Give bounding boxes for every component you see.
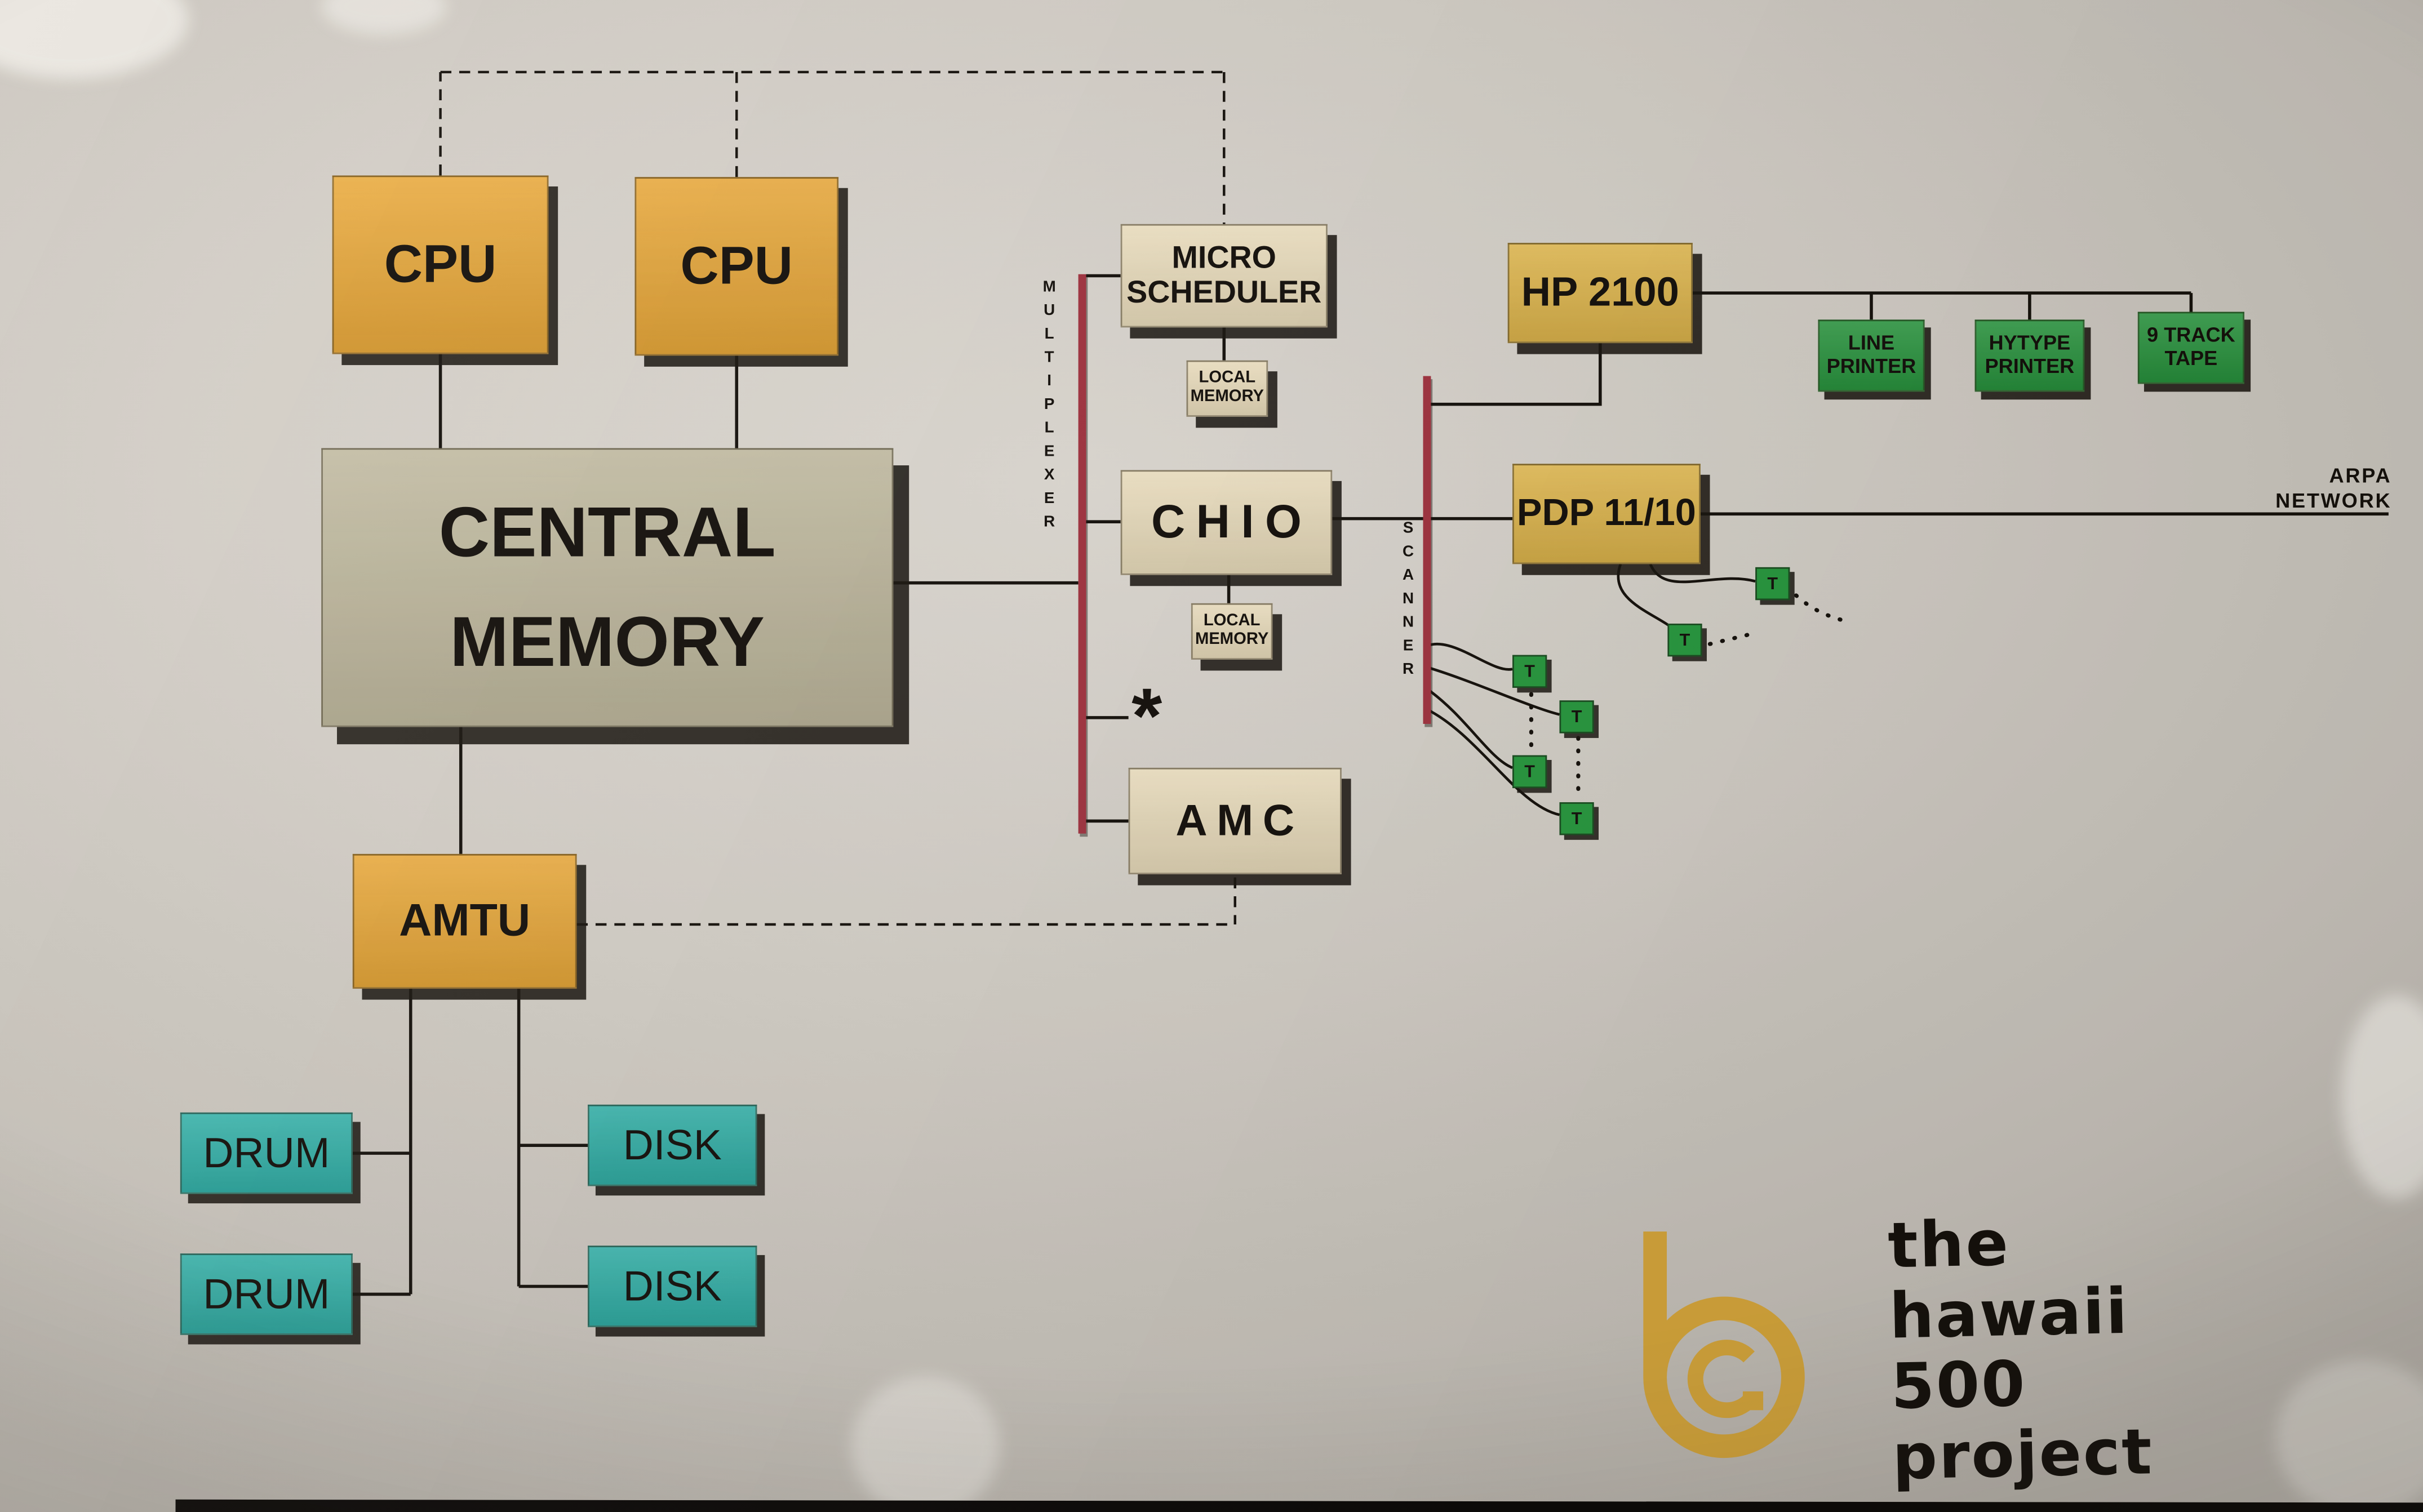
node-line-printer-line1: LINE	[1848, 331, 1895, 355]
stamp-text: the hawaii 500 project	[1887, 1207, 2154, 1495]
node-hp-2100-label: HP 2100	[1521, 268, 1679, 316]
terminal-4: T	[1559, 700, 1594, 733]
node-local-memory-bottom-label: LOCAL MEMORY	[1195, 611, 1269, 650]
node-disk-1: DISK	[588, 1104, 757, 1186]
dotted-trails	[1529, 593, 1852, 798]
node-9-track-tape: 9 TRACK TAPE	[2137, 312, 2244, 384]
node-disk-1-label: DISK	[623, 1122, 722, 1169]
node-cpu-1: CPU	[332, 175, 549, 354]
node-cpu-1-label: CPU	[384, 235, 497, 295]
node-9-track-tape-label: 9 TRACK TAPE	[2147, 323, 2235, 371]
node-hytype-printer-line1: HYTYPE	[1989, 331, 2071, 355]
node-disk-2: DISK	[588, 1246, 757, 1327]
node-micro-scheduler-line1: MICRO	[1171, 241, 1276, 275]
photo-scuff	[2275, 1360, 2423, 1512]
multiplexer-bar	[1078, 274, 1086, 834]
terminal-wires	[1427, 563, 1756, 816]
project-logo-icon	[1643, 1231, 1805, 1458]
photo-scuff	[2341, 995, 2423, 1199]
terminal-1-label: T	[1767, 574, 1778, 593]
arpa-network-line2: NETWORK	[2275, 488, 2392, 512]
node-amc: AMC	[1128, 767, 1342, 875]
terminal-6-label: T	[1571, 809, 1582, 828]
stamp-line-1: the	[1887, 1208, 2011, 1283]
node-local-memory-top: LOCAL MEMORY	[1186, 360, 1268, 417]
node-drum-2: DRUM	[180, 1253, 353, 1335]
stamp-line-2: hawaii	[1888, 1276, 2130, 1354]
node-9-track-tape-line2: TAPE	[2164, 346, 2218, 370]
photo-scuff	[851, 1376, 1000, 1512]
stamp-line-3: 500	[1890, 1349, 2027, 1424]
node-chio-label: CHIO	[1151, 496, 1313, 548]
stamp-line-4: project	[1891, 1417, 2154, 1495]
node-hytype-printer-line2: PRINTER	[1985, 354, 2075, 378]
node-micro-scheduler: MICRO SCHEDULER	[1120, 224, 1328, 328]
node-local-memory-bottom-line2: MEMORY	[1195, 630, 1269, 649]
node-line-printer-label: LINE PRINTER	[1826, 331, 1916, 379]
terminal-5: T	[1512, 755, 1547, 789]
node-central-memory-label: CENTRAL MEMORY	[439, 478, 776, 697]
node-hytype-printer-label: HYTYPE PRINTER	[1985, 331, 2075, 379]
asterisk-marker: *	[1131, 672, 1162, 760]
node-central-memory: CENTRAL MEMORY	[321, 448, 894, 727]
node-pdp-11-10-label: PDP 11/10	[1516, 491, 1696, 534]
node-amtu-label: AMTU	[399, 896, 531, 946]
terminal-5-label: T	[1524, 762, 1535, 781]
arpa-network-line1: ARPA	[2329, 464, 2392, 488]
node-local-memory-bottom-line1: LOCAL	[1203, 611, 1261, 630]
node-9-track-tape-line1: 9 TRACK	[2147, 323, 2235, 347]
node-central-memory-line1: CENTRAL	[438, 492, 776, 572]
scanner-label: SCANNER	[1399, 520, 1417, 685]
terminal-3: T	[1512, 655, 1547, 688]
terminal-4-label: T	[1571, 707, 1582, 727]
node-micro-scheduler-label: MICRO SCHEDULER	[1126, 241, 1321, 311]
terminal-2: T	[1667, 623, 1702, 657]
node-disk-2-label: DISK	[623, 1262, 722, 1310]
node-local-memory-bottom: LOCAL MEMORY	[1191, 603, 1273, 660]
solid-connectors	[352, 274, 2389, 1296]
node-cpu-2: CPU	[634, 177, 839, 356]
node-drum-1-label: DRUM	[203, 1129, 330, 1177]
node-pdp-11-10: PDP 11/10	[1512, 464, 1701, 564]
node-local-memory-top-line1: LOCAL	[1199, 368, 1256, 388]
node-hp-2100: HP 2100	[1507, 243, 1693, 344]
node-line-printer: LINE PRINTER	[1818, 319, 1925, 392]
node-amc-label: AMC	[1175, 796, 1304, 846]
terminal-3-label: T	[1524, 662, 1535, 681]
terminal-2-label: T	[1679, 630, 1690, 650]
node-micro-scheduler-line2: SCHEDULER	[1126, 275, 1322, 310]
node-drum-1: DRUM	[180, 1112, 353, 1194]
multiplexer-label: MULTIPLEXER	[1040, 279, 1058, 538]
terminal-1: T	[1755, 567, 1790, 601]
node-cpu-2-label: CPU	[680, 236, 793, 296]
node-central-memory-line2: MEMORY	[450, 602, 765, 682]
node-drum-2-label: DRUM	[203, 1270, 330, 1318]
scanner-bar	[1423, 376, 1431, 724]
node-amtu: AMTU	[352, 853, 577, 989]
node-local-memory-top-line2: MEMORY	[1190, 387, 1264, 406]
arpa-network-label: ARPA NETWORK	[2188, 464, 2392, 513]
node-line-printer-line2: PRINTER	[1826, 354, 1916, 378]
node-local-memory-top-label: LOCAL MEMORY	[1190, 368, 1264, 407]
node-hytype-printer: HYTYPE PRINTER	[1974, 319, 2085, 392]
terminal-6: T	[1559, 802, 1594, 835]
node-chio: CHIO	[1120, 470, 1333, 575]
